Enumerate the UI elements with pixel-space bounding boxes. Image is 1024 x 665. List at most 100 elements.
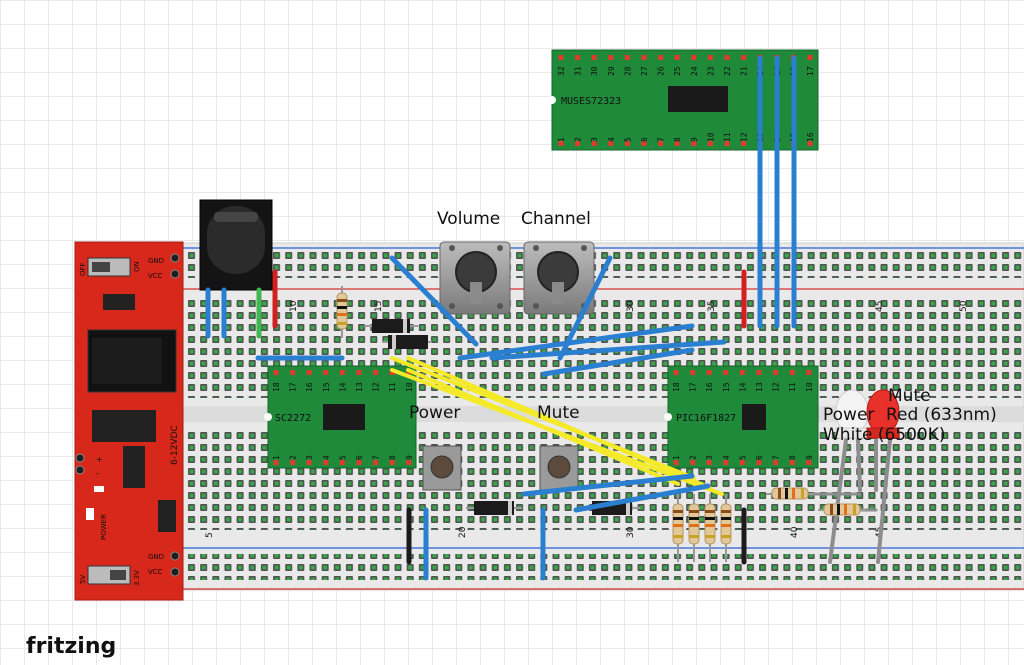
pin-pad: [673, 460, 679, 465]
pin-pad: [624, 141, 630, 146]
resistor-horizontal-2: [818, 503, 866, 516]
pin-number: 18: [672, 382, 681, 392]
vcc-bottom-label: VCC: [148, 568, 163, 576]
3v3-label: 3.3V: [133, 570, 141, 586]
resistor-2: [688, 494, 700, 562]
pin-pad: [673, 370, 679, 375]
pin-pad: [739, 460, 745, 465]
pin-pad: [641, 141, 647, 146]
pin-pad: [707, 55, 713, 60]
mute-button-label: Mute: [537, 403, 580, 423]
pin-number: 12: [372, 382, 381, 392]
pin-pad: [306, 370, 312, 375]
pin-number: 5: [623, 137, 632, 142]
pin-pad: [773, 370, 779, 375]
diode-1: [364, 319, 418, 333]
pin-number: 6: [755, 455, 764, 460]
pin-number: 16: [806, 132, 815, 142]
pin-pad: [806, 370, 812, 375]
red-led: [866, 389, 900, 439]
pin-number: 1: [672, 455, 681, 460]
pin-pad: [608, 55, 614, 60]
volume-pot[interactable]: [439, 241, 511, 315]
pin-pad: [575, 55, 581, 60]
pin-pad: [290, 460, 296, 465]
pin-pad: [724, 55, 730, 60]
pic-name: PIC16F1827: [676, 413, 736, 424]
pin-number: 10: [805, 382, 814, 392]
pin-number: 7: [372, 455, 381, 460]
pin-pad: [356, 460, 362, 465]
white-led-label: White (6500K): [823, 425, 946, 445]
pin-number: 5: [338, 455, 347, 460]
resistor-bank: [672, 494, 732, 562]
fritzing-logo: fritzing: [26, 634, 116, 659]
pin-pad: [575, 141, 581, 146]
pin-number: 10: [706, 132, 715, 142]
pin-number: 3: [590, 137, 599, 142]
pin-pad: [389, 460, 395, 465]
pin-pad: [789, 460, 795, 465]
pin-pad: [741, 141, 747, 146]
col-number-50: 50: [959, 300, 969, 312]
red-led-label: Red (633nm): [886, 405, 997, 425]
pin-pad: [756, 370, 762, 375]
pin-number: 16: [705, 382, 714, 392]
pin-pad: [558, 55, 564, 60]
mute-button[interactable]: [539, 445, 579, 491]
ir-receiver: [199, 199, 273, 339]
pin-pad: [691, 55, 697, 60]
power-button[interactable]: [422, 445, 462, 491]
sc2272-name: SC2272: [275, 413, 311, 424]
muses-name: MUSES72323: [561, 96, 621, 107]
pin-pad: [323, 460, 329, 465]
pin-number: 32: [557, 66, 566, 76]
pin-number: 14: [338, 382, 347, 392]
pin-pad: [373, 460, 379, 465]
col-number-30b: 30: [626, 526, 636, 538]
channel-pot[interactable]: [523, 241, 595, 315]
pin-number: 21: [740, 66, 749, 76]
pin-number: 26: [657, 66, 666, 76]
col-number-15: 15: [374, 301, 384, 312]
pin-number: 30: [590, 66, 599, 76]
pin-number: 27: [640, 66, 649, 76]
resistor-horizontal-1: [766, 487, 814, 500]
pin-pad: [658, 55, 664, 60]
pin-pad: [707, 141, 713, 146]
pin-pad: [789, 370, 795, 375]
pin-number: 2: [574, 137, 583, 142]
pin-pad: [724, 141, 730, 146]
volume-label: Volume: [437, 209, 500, 229]
pin-number: 7: [657, 137, 666, 142]
minus-label: -: [96, 469, 99, 478]
pin-pad: [323, 370, 329, 375]
mute-led-label: Mute: [888, 386, 931, 406]
gnd-bottom-label: GND: [148, 553, 164, 561]
resistor-4: [720, 494, 732, 562]
pin-number: 9: [405, 455, 414, 460]
gnd-top-label: GND: [148, 257, 164, 265]
resistor-1: [672, 494, 684, 562]
5v-label: 5V: [79, 575, 87, 584]
pin-pad: [690, 370, 696, 375]
power-button-label: Power: [409, 403, 460, 423]
pin-pad: [690, 460, 696, 465]
pin-pad: [356, 370, 362, 375]
pin-number: 4: [722, 455, 731, 460]
pin-number: 9: [805, 455, 814, 460]
pin-number: 28: [623, 66, 632, 76]
pin-pad: [339, 460, 345, 465]
pin-number: 2: [689, 455, 698, 460]
pin-number: 17: [689, 382, 698, 392]
pin-number: 11: [388, 382, 397, 392]
pin-number: 23: [706, 66, 715, 76]
pin-number: 12: [740, 132, 749, 142]
pin-pad: [706, 370, 712, 375]
pin-pad: [273, 460, 279, 465]
pin-pad: [756, 460, 762, 465]
pin-pad: [608, 141, 614, 146]
